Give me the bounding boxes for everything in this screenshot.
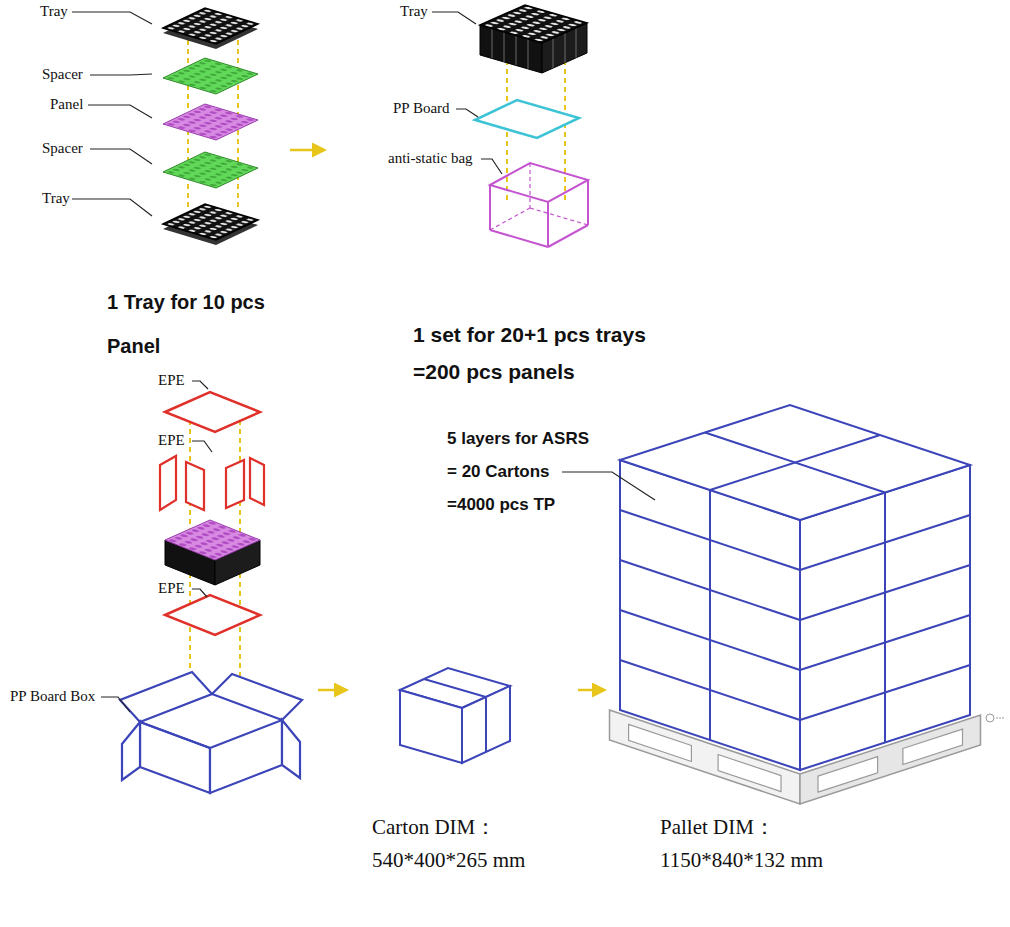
dimension-heading: Carton DIM：: [372, 815, 496, 839]
carton: [400, 668, 510, 763]
part-label: Tray: [42, 190, 70, 207]
dimension-value: 540*400*265 mm: [372, 848, 525, 872]
tray-set: [475, 5, 588, 247]
anti-static-bag: [490, 163, 588, 247]
dimension-heading: Pallet DIM：: [660, 815, 775, 839]
pp-board-box: [120, 672, 302, 793]
pp-board: [475, 100, 579, 138]
part-label: EPE: [158, 372, 185, 389]
carton-stack: [620, 405, 970, 770]
part-label: Tray: [400, 3, 428, 20]
part-label: Tray: [40, 3, 68, 20]
part-label: anti-static bag: [388, 150, 473, 167]
scale-mark: [986, 714, 1004, 722]
part-label: Spacer: [42, 66, 83, 83]
part-label: EPE: [158, 580, 185, 597]
part-label: Panel: [50, 96, 83, 113]
part-label: EPE: [158, 432, 185, 449]
part-label: Spacer: [42, 140, 83, 157]
flow-arrow: [290, 150, 604, 690]
part-label: PP Board: [393, 100, 450, 117]
carton-parts: [120, 392, 302, 793]
quantity-note: 1 set for 20+1 pcs trays =200 pcs panels: [413, 316, 673, 390]
dimension-value: 1150*840*132 mm: [660, 848, 823, 872]
quantity-note: 5 layers for ASRS = 20 Cartons =4000 pcs…: [447, 422, 595, 521]
quantity-note: 1 Tray for 10 pcs Panel: [107, 280, 297, 368]
tray-stack: [163, 8, 258, 245]
part-label: PP Board Box: [10, 688, 95, 705]
